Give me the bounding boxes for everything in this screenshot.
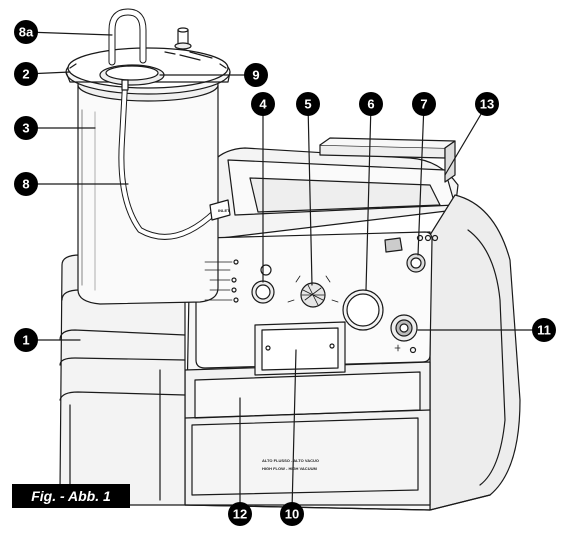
callout-13: 13	[475, 92, 499, 116]
patient-tube	[118, 79, 231, 240]
callout-5: 5	[296, 92, 320, 116]
callout-11: 11	[532, 318, 556, 342]
collection-jar	[77, 68, 219, 305]
svg-text:8: 8	[22, 177, 29, 192]
svg-text:6: 6	[367, 97, 374, 112]
callout-7: 7	[412, 92, 436, 116]
callout-12: 12	[228, 502, 252, 526]
control-panel	[204, 234, 439, 376]
inlet-label: INLET	[218, 208, 230, 213]
svg-text:12: 12	[233, 507, 247, 522]
svg-text:13: 13	[480, 97, 494, 112]
front-label-english: HIGH FLOW - HIGH VACUUM	[262, 466, 317, 471]
main-body	[184, 147, 521, 511]
figure-caption: Fig. - Abb. 1	[12, 484, 130, 508]
svg-text:5: 5	[304, 97, 311, 112]
svg-text:10: 10	[285, 507, 299, 522]
svg-text:7: 7	[420, 97, 427, 112]
callout-10: 10	[280, 502, 304, 526]
leader-lines	[25, 31, 544, 511]
svg-text:11: 11	[537, 323, 551, 338]
front-label-italian: ALTO FLUSSO - ALTO VACUO	[262, 458, 319, 463]
svg-text:4: 4	[259, 97, 267, 112]
carry-handle	[319, 137, 456, 183]
callout-3: 3	[14, 116, 38, 140]
callout-6: 6	[359, 92, 383, 116]
callout-4: 4	[251, 92, 275, 116]
overflow-tube	[108, 8, 147, 66]
svg-text:1: 1	[22, 333, 29, 348]
svg-text:9: 9	[252, 68, 259, 83]
callout-2: 2	[14, 62, 38, 86]
svg-text:2: 2	[22, 67, 29, 82]
svg-text:3: 3	[22, 121, 29, 136]
svg-text:8a: 8a	[19, 25, 34, 40]
callout-1: 1	[14, 328, 38, 352]
callout-8a: 8a	[14, 20, 38, 44]
callout-9: 9	[244, 63, 268, 87]
callout-8: 8	[14, 172, 38, 196]
jar-lid	[65, 27, 231, 95]
